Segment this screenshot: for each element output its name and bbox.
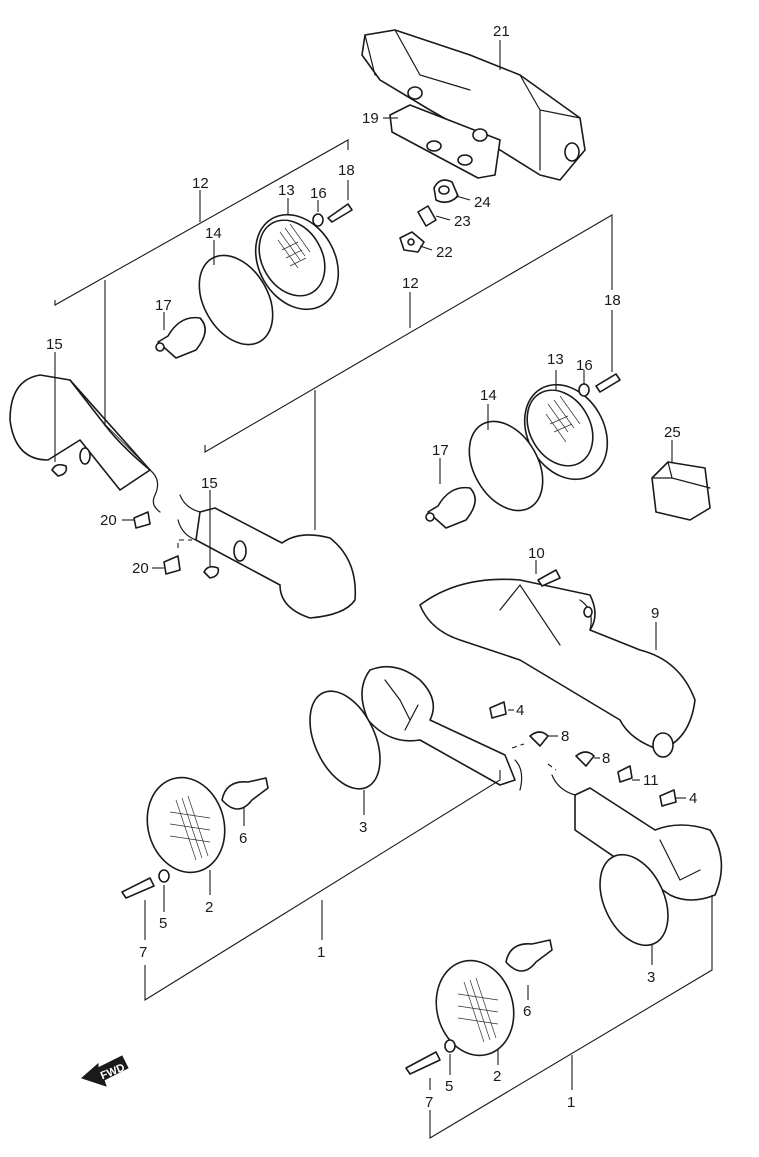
- lens-rim-right-upper: [523, 383, 609, 481]
- washer-16-upper: [312, 213, 324, 227]
- callout-24: 24: [474, 194, 491, 211]
- screw-20-b: [163, 555, 181, 575]
- callout-13-upper: 13: [278, 182, 295, 199]
- bulb-upper-left: [155, 316, 206, 359]
- callout-2-right: 2: [493, 1068, 501, 1085]
- callout-4-center: 4: [516, 702, 524, 719]
- turn-signal-middle: [177, 494, 357, 619]
- gasket-lower-right: [599, 853, 669, 947]
- dashed-guide-8: [511, 743, 557, 771]
- callout-13-right: 13: [547, 351, 564, 368]
- callout-25: 25: [664, 424, 681, 441]
- screw-4-center: [489, 701, 507, 719]
- callout-21: 21: [493, 23, 510, 40]
- callout-7-left: 7: [139, 944, 147, 961]
- callout-3-center: 3: [359, 819, 367, 836]
- callout-12-upper: 12: [192, 175, 209, 192]
- leader-lines: [54, 40, 713, 1139]
- callout-16-right: 16: [576, 357, 593, 374]
- mounting-plate: [389, 86, 501, 179]
- callout-22: 22: [436, 244, 453, 261]
- callout-10: 10: [528, 545, 545, 562]
- gasket-right-upper: [468, 420, 544, 512]
- washer-5-right: [444, 1039, 456, 1053]
- bulb-lower-left: [221, 777, 269, 810]
- screw-20-a: [133, 511, 151, 529]
- callout-16-upper: 16: [310, 185, 327, 202]
- forward-direction-arrow: FWD: [81, 1055, 129, 1087]
- fwd-label: FWD: [99, 1062, 127, 1083]
- bracket-part-9: [419, 578, 696, 758]
- washer-5-left: [158, 869, 170, 883]
- turn-signal-upper-left: [9, 374, 161, 513]
- callout-17-right: 17: [432, 442, 449, 459]
- lens-lower-right: [435, 959, 515, 1057]
- relay-part-25: [651, 461, 711, 521]
- dashed-guide-20: [177, 539, 192, 548]
- grommet-part-24: [433, 179, 459, 204]
- screw-11: [617, 765, 633, 783]
- callout-5-right: 5: [445, 1078, 453, 1095]
- callout-15-middle: 15: [201, 475, 218, 492]
- callout-labels: 21 19 24 23 22 18 16 13 12 14 17 15 12 1…: [46, 23, 697, 1111]
- callout-14-right: 14: [480, 387, 497, 404]
- callout-2-left: 2: [205, 899, 213, 916]
- screw-18-right: [595, 373, 621, 393]
- callout-11: 11: [643, 772, 659, 789]
- bulb-right-upper: [425, 486, 476, 529]
- lens-rim-upper-left: [254, 213, 340, 311]
- turn-signal-center-housing: [361, 665, 523, 791]
- callout-19: 19: [362, 110, 379, 127]
- screw-15-left: [51, 463, 68, 477]
- callout-23: 23: [454, 213, 471, 230]
- callout-9: 9: [651, 605, 659, 622]
- callout-20-a: 20: [100, 512, 117, 529]
- callout-5-left: 5: [159, 915, 167, 932]
- screw-7-left: [121, 877, 155, 899]
- callout-18-right: 18: [604, 292, 621, 309]
- tail-light-housing: [361, 29, 586, 181]
- callout-20-b: 20: [132, 560, 149, 577]
- screw-7-right: [405, 1051, 441, 1075]
- callout-1-left: 1: [317, 944, 325, 961]
- callout-17-upper: 17: [155, 297, 172, 314]
- screw-8-b: [575, 751, 595, 767]
- bulb-lower-right: [505, 939, 553, 972]
- callout-8-b: 8: [602, 750, 610, 767]
- lens-lower-left: [146, 776, 226, 874]
- callout-6-left: 6: [239, 830, 247, 847]
- screw-4-right: [659, 789, 677, 807]
- callout-15-left: 15: [46, 336, 63, 353]
- callout-14-upper: 14: [205, 225, 222, 242]
- callout-8-a: 8: [561, 728, 569, 745]
- screw-8-a: [529, 731, 549, 747]
- callout-12-lower: 12: [402, 275, 419, 292]
- callout-6-right: 6: [523, 1003, 531, 1020]
- turn-signal-lower-right: [551, 774, 723, 901]
- callout-7-right: 7: [425, 1094, 433, 1111]
- callout-1-right: 1: [567, 1094, 575, 1111]
- callout-18-upper: 18: [338, 162, 355, 179]
- screw-10: [537, 569, 561, 587]
- collar-part-23: [417, 205, 437, 227]
- gasket-upper-left: [198, 254, 274, 346]
- screw-15-middle: [203, 565, 220, 579]
- fwd-arrow-icon: [81, 1055, 129, 1087]
- screw-18-upper: [327, 203, 353, 223]
- nut-part-22: [399, 231, 425, 253]
- callout-3-right: 3: [647, 969, 655, 986]
- gasket-center: [309, 690, 381, 790]
- callout-4-right: 4: [689, 790, 697, 807]
- washer-16-right: [578, 383, 590, 397]
